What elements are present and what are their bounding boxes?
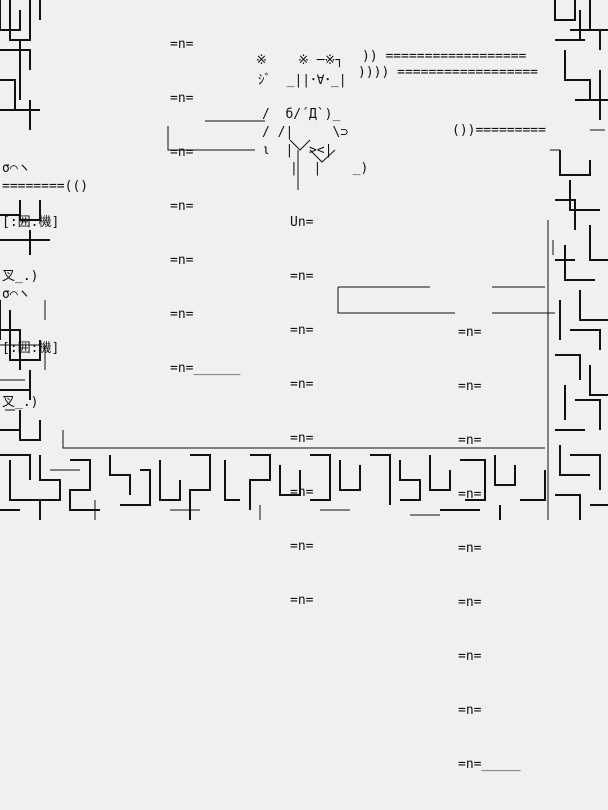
beam-left: ========(()	[2, 179, 89, 194]
art-lines	[62, 120, 555, 449]
column-segment: =n=	[170, 199, 194, 214]
column-segment: =n=	[458, 325, 482, 340]
character-feet: | | _)	[290, 161, 369, 176]
pipe-maze-frame	[0, 0, 608, 520]
column-segment: =n=	[458, 433, 482, 448]
column-segment: =n=	[290, 377, 314, 392]
column-segment: =n=	[170, 253, 194, 268]
bottom-pipes	[39, 454, 546, 520]
column-segment: =n=	[290, 323, 314, 338]
star-mark-2: ※ ─※┐	[298, 53, 344, 68]
column-segment: =n=	[458, 541, 482, 556]
column-segment: =n=	[290, 431, 314, 446]
column-segment: =n=	[290, 593, 314, 608]
column-segment: =n=	[290, 269, 314, 284]
machine-2: σ⌒ヽ [:囲:機] 叉_.)	[2, 250, 59, 448]
right-pipes	[547, 0, 608, 520]
machine-label: [:囲:機]	[2, 341, 60, 356]
beam-top-right-2: )))) ==================	[358, 65, 539, 80]
column-segment: =n=	[458, 595, 482, 610]
column-segment: =n=	[290, 485, 314, 500]
column-segment: =n=	[458, 379, 482, 394]
character-legs: ι | ><|	[262, 143, 333, 158]
machine-label: [:囲:機]	[2, 215, 60, 230]
column-segment: =n=	[170, 37, 194, 52]
character-face: ｼﾞ _||･∀･_|	[258, 73, 347, 88]
column-segment: =n=	[170, 307, 194, 322]
left-pipes	[0, 0, 50, 511]
center-column: Un= =n= =n= =n= =n= =n= =n= =n=	[290, 178, 321, 646]
machine-top: σ⌒ヽ	[2, 287, 31, 302]
machine-bottom: 叉_.)	[2, 269, 39, 284]
column-segment: =n=_____	[458, 757, 521, 772]
column-segment: =n=	[458, 649, 482, 664]
ascii-art-canvas: =n= =n= =n= =n= =n= =n= =n=______ ※ ※ ─※…	[0, 0, 608, 772]
column-segment: =n=	[170, 145, 194, 160]
column-segment: =n=	[458, 487, 482, 502]
beam-top-right: )) ==================	[362, 49, 527, 64]
beam-mid-right: ())=========	[452, 123, 546, 138]
machine-bottom: 叉_.)	[2, 395, 39, 410]
character-head: / б/´Д`)_	[262, 107, 341, 122]
left-column: =n= =n= =n= =n= =n= =n= =n=______	[170, 0, 240, 414]
column-segment: =n=	[458, 703, 482, 718]
column-segment: =n=	[170, 91, 194, 106]
column-segment: =n=______	[170, 361, 241, 376]
right-column: =n= =n= =n= =n= =n= =n= =n= =n= =n=_____	[458, 288, 521, 810]
column-segment: Un=	[290, 215, 314, 230]
star-mark-1: ※	[256, 53, 267, 68]
machine-1: σ⌒ヽ [:囲:機] 叉_.)	[2, 124, 59, 322]
column-segment: =n=	[290, 539, 314, 554]
character-body: / /| \⊃	[262, 125, 349, 140]
machine-top: σ⌒ヽ	[2, 161, 31, 176]
